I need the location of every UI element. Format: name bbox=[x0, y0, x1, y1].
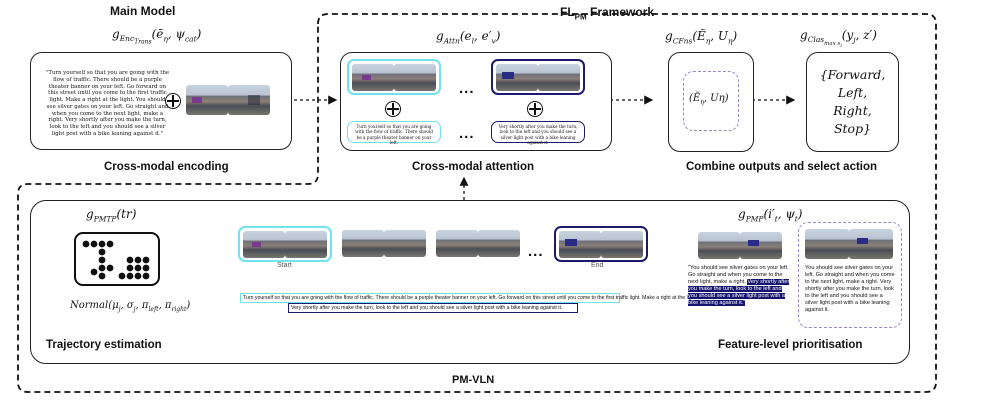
pmp-prioritised-frame: You should see silver gates on your left… bbox=[798, 222, 902, 328]
framework-outline bbox=[17, 13, 937, 393]
pmtp-caption: Trajectory estimation bbox=[46, 339, 162, 351]
start-label: Start bbox=[277, 262, 292, 269]
action-right: Right, bbox=[833, 103, 872, 119]
attn-box: ... Turn yourself so that you are going … bbox=[340, 52, 612, 151]
panorama-image bbox=[394, 64, 436, 91]
panorama-image bbox=[243, 231, 285, 258]
panorama-image bbox=[384, 230, 426, 257]
attn-formula: gAttn(el, e′v) bbox=[436, 29, 501, 46]
normal-distribution-formula: Normal(μj, σj, πleft, πright) bbox=[70, 300, 191, 313]
cfns-caption: Combine outputs and select action bbox=[686, 161, 878, 173]
attn-ellipsis-top: ... bbox=[459, 80, 475, 97]
panorama-image bbox=[698, 232, 740, 259]
panorama-image bbox=[805, 229, 849, 259]
enc-trans-box: "Turn yourself so that you are going wit… bbox=[30, 52, 292, 150]
cfns-box: (Ẽη, Uη) bbox=[668, 52, 754, 152]
action-forward: {Forward, bbox=[819, 67, 886, 82]
panorama-image bbox=[478, 230, 520, 257]
attn-text-left: Turn yourself so that you are going with… bbox=[355, 124, 433, 145]
panorama-image bbox=[228, 85, 270, 115]
attn-caption: Cross-modal attention bbox=[412, 161, 535, 173]
panorama-image bbox=[352, 64, 394, 91]
pmp-text-left: "You should see silver gates on your lef… bbox=[688, 265, 790, 307]
panorama-image bbox=[601, 231, 643, 258]
action-left: Left, bbox=[837, 85, 868, 101]
trajectory-sentence-1: Turn yourself so that you are going with… bbox=[240, 293, 700, 303]
pmvln-label: PM-VLN bbox=[452, 374, 495, 386]
attn-ellipsis-bottom: ... bbox=[459, 125, 475, 142]
enc-instruction-text: "Turn yourself so that you are going wit… bbox=[45, 70, 170, 137]
panorama-image bbox=[342, 230, 384, 257]
action-stop: Stop} bbox=[833, 121, 872, 137]
attn-image-navy-frame bbox=[491, 59, 585, 95]
cfns-formula: gCFns(Ẽη, Uη) bbox=[665, 29, 738, 46]
pmp-caption: Feature-level prioritisation bbox=[718, 339, 863, 351]
attn-text-right: Very shortly after you make the turn, lo… bbox=[498, 124, 578, 145]
attn-op-icon-right bbox=[527, 101, 543, 117]
panorama-image bbox=[285, 231, 327, 258]
framework-title: FLPM Framework bbox=[560, 5, 655, 22]
start-image-frame bbox=[238, 226, 332, 262]
enc-caption: Cross-modal encoding bbox=[104, 161, 229, 173]
action-list: {Forward, Left, Right, Stop} bbox=[807, 66, 898, 139]
panorama-image bbox=[740, 232, 782, 259]
clas-box: {Forward, Left, Right, Stop} bbox=[806, 52, 899, 152]
trajectory-ellipsis: ... bbox=[528, 243, 544, 260]
pmp-formula: gPMP(i′t, ψt) bbox=[738, 207, 803, 224]
panorama-image bbox=[559, 231, 601, 258]
end-label: End bbox=[591, 262, 604, 269]
concat-op-icon bbox=[165, 93, 181, 109]
end-image-frame bbox=[554, 226, 648, 262]
panorama-image bbox=[496, 64, 538, 91]
main-model-label: Main Model bbox=[110, 4, 176, 18]
panorama-image bbox=[538, 64, 580, 91]
cfns-inner-frame: (Ẽη, Uη) bbox=[683, 71, 739, 131]
clas-formula: gClasmax si(yj, z′) bbox=[800, 28, 877, 49]
pmtp-formula: gPMTP(tr) bbox=[86, 207, 137, 224]
cfns-inner-formula: (Ẽη, Uη) bbox=[689, 93, 729, 106]
panorama-image bbox=[186, 85, 228, 115]
attn-op-icon-left bbox=[385, 101, 401, 117]
pmp-text-right: You should see silver gates on your left… bbox=[805, 265, 895, 313]
pmp-text-plain: "You should see silver gates on your lef… bbox=[688, 265, 789, 285]
attn-text-navy-frame: Very shortly after you make the turn, lo… bbox=[491, 121, 585, 145]
panorama-image bbox=[436, 230, 478, 257]
trajectory-dots bbox=[82, 240, 150, 280]
panorama-image bbox=[849, 229, 893, 259]
trajectory-grid-icon bbox=[74, 232, 160, 286]
attn-image-cyan-frame bbox=[347, 59, 441, 95]
enc-trans-formula: gEncTrans(ēη, ψcat) bbox=[112, 27, 202, 46]
attn-text-cyan-frame: Turn yourself so that you are going with… bbox=[347, 121, 441, 145]
trajectory-sentence-2: Very shortly after you make the turn, lo… bbox=[288, 303, 578, 313]
